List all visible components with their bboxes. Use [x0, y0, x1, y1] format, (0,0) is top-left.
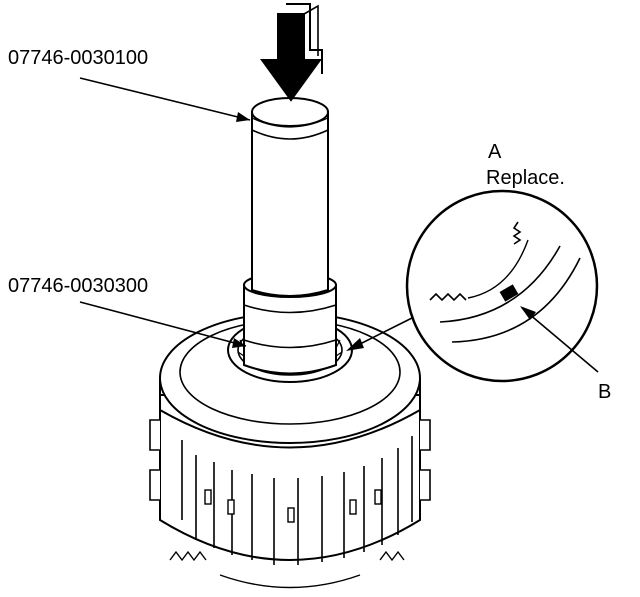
leader-tool-top [79, 77, 251, 121]
bottom-gear-teeth [169, 550, 405, 589]
seal-ring-b [499, 284, 519, 302]
leader-tool-bottom [79, 301, 247, 347]
drum-slots [204, 489, 382, 523]
tool-shaft-body [251, 111, 329, 297]
press-arrow [260, 3, 323, 102]
tool-shaft-top [251, 97, 329, 127]
tool-collar-body [243, 284, 337, 375]
detail-circle [405, 189, 599, 383]
leader-tool-top-head [236, 112, 250, 122]
leader-b-head [520, 306, 536, 320]
label-b-letter: B [598, 381, 611, 403]
detail-callout [405, 189, 599, 383]
snap-ring-left [429, 292, 467, 302]
leader-tool-bottom-head [232, 338, 246, 348]
detail-arrowhead [346, 338, 364, 351]
label-a-letter: A [488, 141, 502, 163]
leader-b [521, 307, 599, 373]
label-a-text: Replace. [486, 167, 565, 189]
label-tool-top: 07746-0030100 [8, 47, 148, 69]
snap-ring-top [512, 221, 522, 245]
label-tool-bottom: 07746-0030300 [8, 275, 148, 297]
installer-tool [243, 97, 337, 375]
drum-splines [149, 419, 431, 565]
